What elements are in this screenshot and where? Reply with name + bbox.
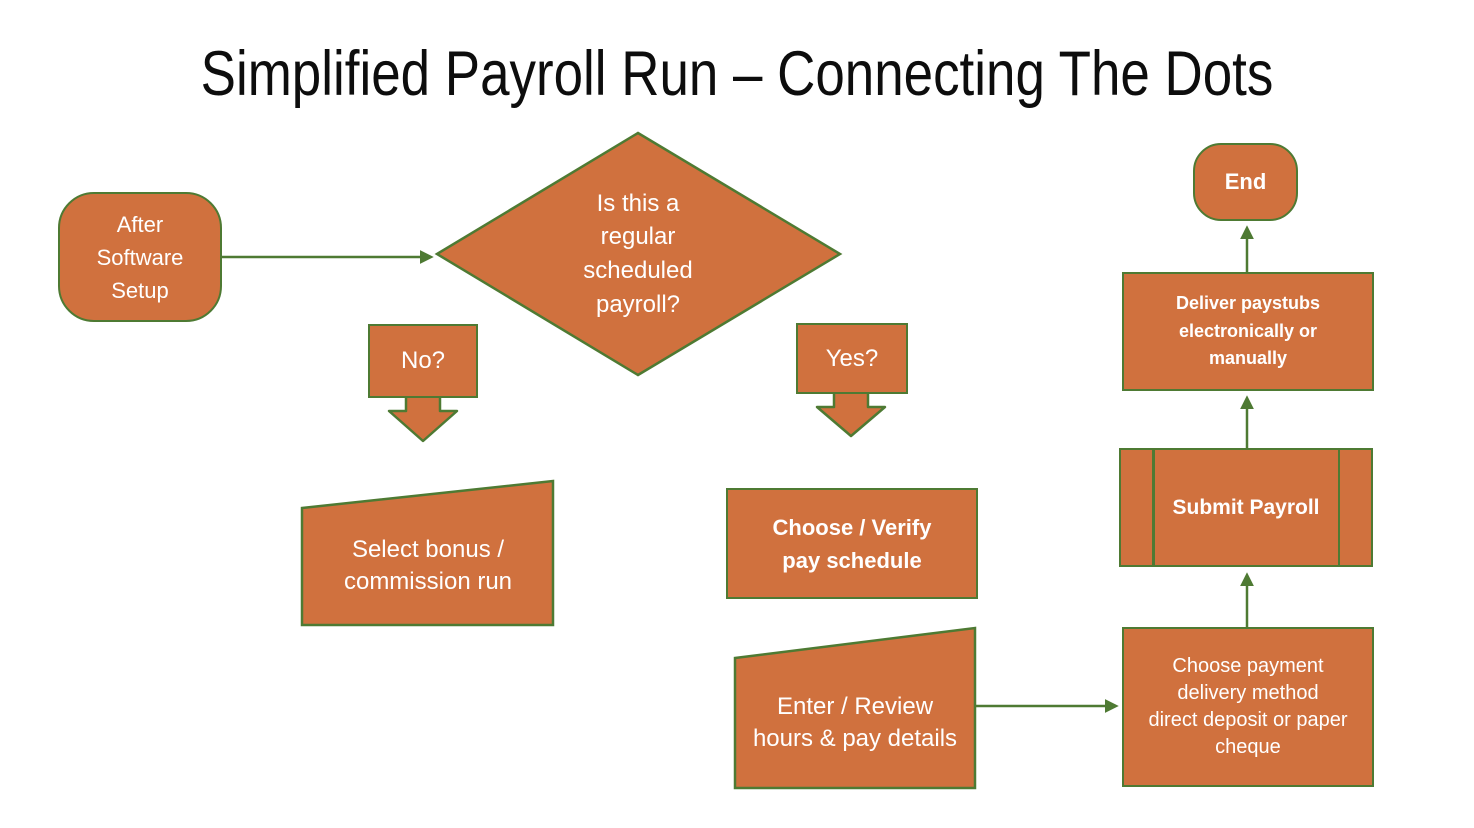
- node-start: After Software Setup: [58, 192, 222, 322]
- node-yes-branch: Yes?: [796, 323, 908, 394]
- node-submit-payroll-label: Submit Payroll: [1172, 495, 1320, 519]
- yes-down-arrow-icon: [815, 390, 887, 438]
- node-end: End: [1193, 143, 1298, 221]
- node-no-branch-label: No?: [400, 347, 446, 374]
- node-choose-verify: Choose / Verify pay schedule: [726, 488, 978, 599]
- no-down-arrow-icon: [387, 394, 459, 443]
- enter-review-shape: [733, 626, 977, 790]
- node-choose-payment-label: Choose payment delivery method direct de…: [1148, 655, 1348, 758]
- submit-payroll-left-bar: [1152, 450, 1155, 565]
- node-deliver-paystubs: Deliver paystubs electronically or manua…: [1122, 272, 1374, 391]
- node-end-label: End: [1224, 169, 1267, 194]
- node-submit-payroll: Submit Payroll: [1119, 448, 1373, 567]
- select-bonus-shape: [300, 479, 555, 627]
- submit-payroll-right-bar: [1337, 450, 1340, 565]
- diagram-title: Simplified Payroll Run – Connecting The …: [200, 39, 1274, 109]
- node-start-label: After Software Setup: [96, 211, 184, 303]
- node-choose-verify-label: Choose / Verify pay schedule: [772, 514, 932, 573]
- decision-diamond-shape: [434, 131, 843, 377]
- node-yes-branch-label: Yes?: [825, 344, 879, 372]
- node-choose-payment: Choose payment delivery method direct de…: [1122, 627, 1374, 787]
- node-no-branch: No?: [368, 324, 478, 398]
- node-deliver-paystubs-label: Deliver paystubs electronically or manua…: [1175, 292, 1321, 369]
